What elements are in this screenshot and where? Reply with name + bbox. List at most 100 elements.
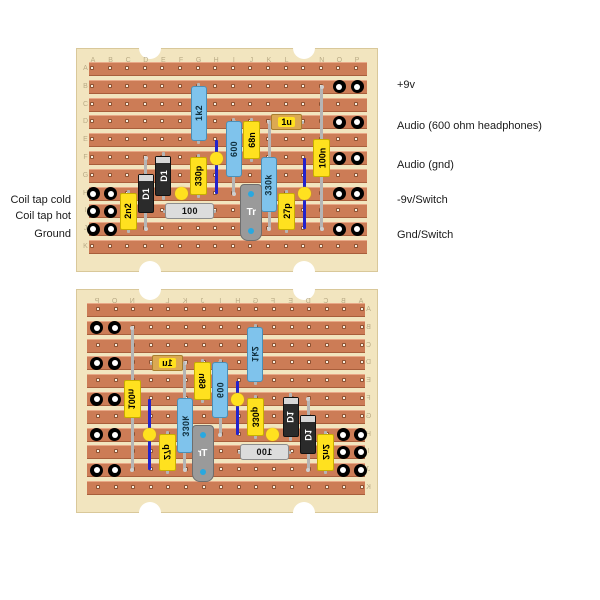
hole-OE (113, 378, 118, 383)
hole-PA (96, 307, 100, 311)
component-capacitor-6[interactable]: 100n (123, 380, 141, 418)
solder-pad-OJ[interactable] (108, 463, 122, 477)
component-transistor-12[interactable]: Tr (240, 183, 263, 242)
hole-IK (219, 485, 224, 489)
wire-end-1b (218, 432, 223, 437)
hole-IJ (230, 226, 235, 231)
solder-pad-AH[interactable] (354, 428, 368, 442)
component-capacitor-7[interactable]: 27p (158, 433, 176, 472)
solder-pad-OJ[interactable] (332, 222, 346, 236)
component-capacitor-5[interactable]: 68n (242, 121, 260, 159)
hole-AC (360, 342, 364, 347)
solder-pad-PH[interactable] (350, 187, 364, 201)
component-capacitor-9[interactable]: 1u (271, 114, 303, 131)
solder-pad-OB[interactable] (332, 80, 346, 94)
component-label: 68n (197, 373, 208, 389)
hole-FB (178, 83, 182, 88)
hole-ED (160, 119, 165, 124)
column-label-H: H (213, 57, 219, 64)
component-capacitor-6[interactable]: 100n (313, 139, 331, 177)
solder-pad-OD[interactable] (108, 356, 122, 370)
solder-pad-PF[interactable] (350, 151, 364, 165)
row-label-I: I (84, 207, 87, 215)
component-label: 330k (264, 174, 275, 196)
column-label-D: D (143, 57, 149, 64)
hole-PG (354, 172, 358, 177)
solder-pad-PB[interactable] (350, 80, 364, 94)
copper-strip-row-A (87, 303, 365, 317)
component-capacitor-4[interactable]: 330p (190, 157, 208, 195)
solder-pad-PD[interactable] (350, 115, 364, 129)
component-resistor-2[interactable]: 330k (177, 398, 193, 454)
hole-CK (125, 244, 130, 248)
component-capacitor-4[interactable]: 330p (246, 398, 264, 436)
column-label-O: O (336, 57, 343, 64)
solder-pad-BI[interactable] (336, 445, 350, 459)
component-capacitor-7[interactable]: 27p (278, 192, 296, 231)
component-resistor-2[interactable]: 330k (261, 157, 277, 213)
solder-pad-PJ[interactable] (350, 222, 364, 236)
hole-NK (318, 244, 323, 248)
component-resistor-0[interactable]: 1k2 (190, 85, 207, 142)
component-resistor-3[interactable]: 100 (165, 203, 215, 220)
hole-AB (90, 83, 94, 88)
solder-pad-BI[interactable] (104, 204, 118, 218)
track-cut-FH (174, 187, 188, 201)
component-capacitor-8[interactable]: 2n2 (119, 192, 137, 231)
annotation-coil-tap-hot: Coil tap hot (15, 210, 71, 222)
hole-GJ (254, 467, 259, 472)
hole-BD (107, 119, 112, 124)
hole-EC (160, 101, 165, 106)
row-label-E: E (83, 136, 88, 144)
row-label-H: H (82, 189, 89, 197)
component-diode-11[interactable]: D1 (155, 156, 172, 196)
component-label: 2n2 (123, 203, 134, 220)
component-label: 330k (179, 415, 190, 437)
hole-OI (113, 449, 118, 454)
component-capacitor-5[interactable]: 68n (194, 362, 212, 400)
component-resistor-0[interactable]: 1k2 (247, 326, 264, 383)
component-resistor-1[interactable]: 600 (225, 121, 242, 177)
solder-pad-AJ[interactable] (86, 222, 100, 236)
solder-pad-OD[interactable] (332, 115, 346, 129)
hole-DB (307, 324, 312, 329)
hole-BF (107, 155, 112, 159)
hole-DB (142, 83, 147, 88)
component-diode-11[interactable]: D1 (282, 397, 299, 437)
track-cut-HF (209, 151, 223, 165)
solder-pad-BJ[interactable] (336, 463, 350, 477)
component-label: 100n (316, 147, 327, 169)
solder-pad-OF[interactable] (108, 392, 122, 406)
component-resistor-3[interactable]: 100 (239, 444, 289, 461)
solder-pad-OH[interactable] (332, 187, 346, 201)
hole-BA (342, 307, 347, 311)
component-capacitor-9[interactable]: 1u (151, 355, 183, 372)
component-diode-10[interactable]: D1 (300, 414, 317, 455)
hole-CF (324, 396, 329, 400)
hole-LB (166, 324, 171, 329)
solder-pad-AH[interactable] (86, 187, 100, 201)
solder-pad-AI[interactable] (86, 204, 100, 218)
hole-JC (248, 101, 253, 106)
solder-pad-AJ[interactable] (354, 463, 368, 477)
component-diode-10[interactable]: D1 (137, 173, 154, 214)
solder-pad-AI[interactable] (354, 445, 368, 459)
hole-AB (360, 324, 364, 329)
component-resistor-1[interactable]: 600 (212, 362, 229, 418)
annotation-minus9v-switch: -9v/Switch (397, 194, 448, 206)
hole-LA (166, 307, 171, 311)
hole-IK (230, 244, 235, 248)
solder-pad-BH[interactable] (336, 428, 350, 442)
component-capacitor-8[interactable]: 2n2 (317, 433, 335, 472)
hole-PI (354, 208, 358, 213)
board-notch-top-right (293, 48, 315, 59)
component-label: D1 (303, 428, 314, 441)
component-transistor-12[interactable]: Tr (191, 424, 214, 483)
copper-strip-row-I (89, 204, 367, 219)
solder-pad-BH[interactable] (104, 187, 118, 201)
solder-pad-PF[interactable] (90, 392, 104, 406)
solder-pad-BJ[interactable] (104, 222, 118, 236)
solder-pad-OF[interactable] (332, 151, 346, 165)
